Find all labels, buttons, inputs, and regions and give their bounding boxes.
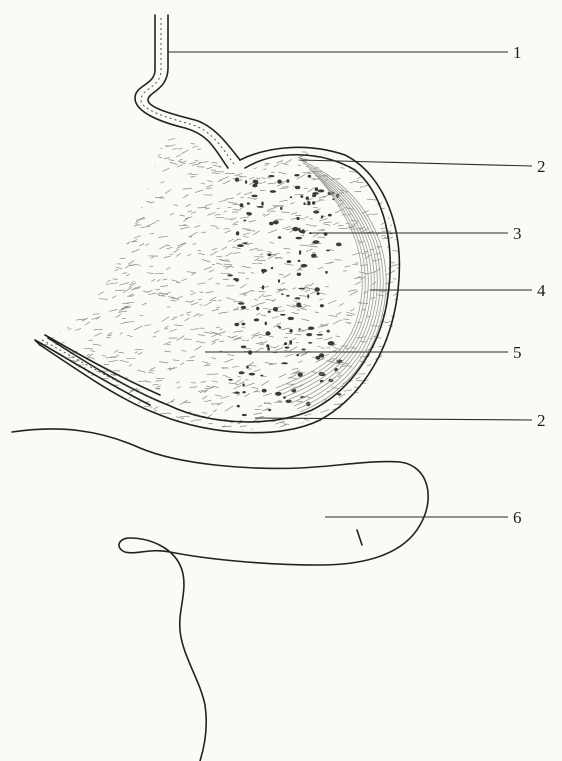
leader-line-2-bottom (255, 418, 532, 420)
label-1: 1 (513, 43, 522, 62)
label-4: 4 (537, 281, 546, 300)
leader-lines (168, 52, 532, 517)
labels: 1 2 3 4 5 2 6 (513, 43, 546, 527)
label-6: 6 (513, 508, 522, 527)
stomach (35, 137, 407, 545)
stomach-outer-wall (40, 147, 399, 432)
label-3: 3 (513, 224, 522, 243)
label-2-top: 2 (537, 157, 546, 176)
label-2-bottom: 2 (537, 411, 546, 430)
esophagus (135, 15, 240, 168)
label-5: 5 (513, 343, 522, 362)
adjacent-organ-outline (12, 429, 428, 761)
leader-line-2-top (300, 160, 532, 166)
